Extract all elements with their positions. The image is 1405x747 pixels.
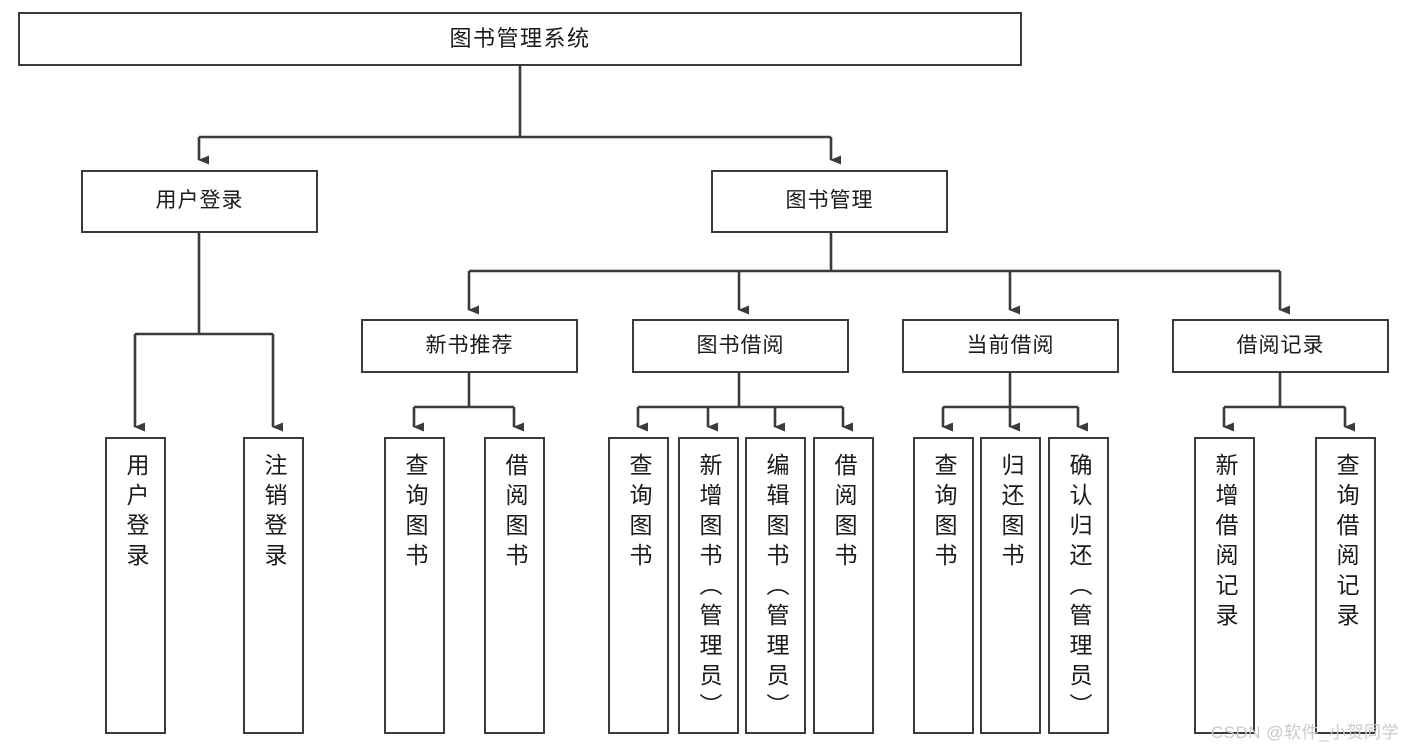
node-label: 查询图书 [402,453,428,573]
node-label: 用户登录 [123,453,149,573]
node-user-login[interactable]: 用户登录 [81,170,318,233]
leaf-user-logout[interactable]: 注销登录 [243,437,304,734]
node-label: 注销登录 [261,453,287,573]
node-current-borrow[interactable]: 当前借阅 [902,319,1119,373]
leaf-newbook-query-book[interactable]: 查询图书 [384,437,445,734]
node-label: 图书管理系统 [449,26,591,52]
leaf-record-query-record[interactable]: 查询借阅记录 [1315,437,1376,734]
leaf-current-query-book[interactable]: 查询图书 [913,437,974,734]
node-label: 借阅图书 [831,453,857,573]
node-label: 新增图书（管理员） [696,453,722,723]
leaf-borrow-add-book-admin[interactable]: 新增图书（管理员） [678,437,739,734]
node-book-management[interactable]: 图书管理 [711,170,948,233]
leaf-current-confirm-return-admin[interactable]: 确认归还（管理员） [1048,437,1109,734]
node-book-borrow[interactable]: 图书借阅 [632,319,849,373]
leaf-newbook-borrow-book[interactable]: 借阅图书 [484,437,545,734]
leaf-user-login[interactable]: 用户登录 [105,437,166,734]
node-label: 确认归还（管理员） [1066,453,1092,723]
node-label: 新增借阅记录 [1212,453,1238,633]
node-label: 新书推荐 [425,333,514,357]
node-root-system[interactable]: 图书管理系统 [18,12,1022,66]
node-label: 查询图书 [626,453,652,573]
node-label: 图书管理 [785,189,874,213]
node-label: 查询借阅记录 [1333,453,1359,633]
node-borrow-record[interactable]: 借阅记录 [1172,319,1389,373]
node-label: 归还图书 [998,453,1024,573]
leaf-borrow-query-book[interactable]: 查询图书 [608,437,669,734]
leaf-borrow-edit-book-admin[interactable]: 编辑图书（管理员） [745,437,806,734]
watermark-text: CSDN @软件_小贺同学 [1210,723,1399,742]
node-label: 当前借阅 [966,333,1055,357]
node-label: 借阅记录 [1236,333,1325,357]
node-label: 编辑图书（管理员） [763,453,789,723]
node-label: 图书借阅 [696,333,785,357]
node-new-book-recommend[interactable]: 新书推荐 [361,319,578,373]
node-label: 查询图书 [931,453,957,573]
node-label: 用户登录 [155,189,244,213]
node-label: 借阅图书 [502,453,528,573]
leaf-record-add-record[interactable]: 新增借阅记录 [1194,437,1255,734]
leaf-current-return-book[interactable]: 归还图书 [980,437,1041,734]
leaf-borrow-borrow-book[interactable]: 借阅图书 [813,437,874,734]
